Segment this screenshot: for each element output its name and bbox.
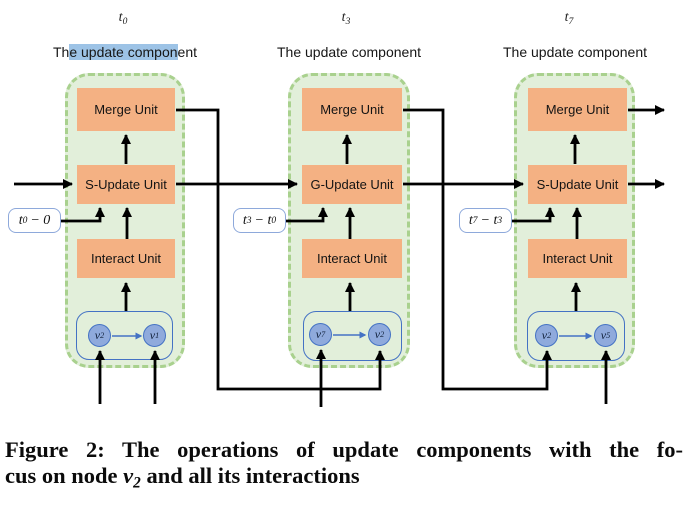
timestamp-t0: t0 <box>118 10 128 27</box>
node-v2-math: v2 <box>123 463 141 492</box>
update-unit-box-t7: S-Update Unit <box>528 165 627 204</box>
merge-unit-box-t0: Merge Unit <box>77 88 175 131</box>
caption-line-1: Figure 2: The operations of update compo… <box>5 437 683 462</box>
component-header-t3: The update component <box>277 44 421 60</box>
figure-caption: Figure 2: The operations of update compo… <box>5 437 683 497</box>
update-unit-box-t3: G-Update Unit <box>302 165 402 204</box>
component-header-t7: The update component <box>503 44 647 60</box>
interact-unit-box-t3: Interact Unit <box>302 239 402 278</box>
interact-unit-box-t7: Interact Unit <box>528 239 627 278</box>
component-header-t0: The update component <box>52 44 197 60</box>
merge-unit-box-t3: Merge Unit <box>302 88 402 131</box>
merge-unit-box-t7: Merge Unit <box>528 88 627 131</box>
caption-line-2: cus on node v2 and all its interactions <box>5 463 360 492</box>
update-unit-box-t0: S-Update Unit <box>77 165 175 204</box>
interact-unit-box-t0: Interact Unit <box>77 239 175 278</box>
timestamp-t3: t3 <box>341 10 351 27</box>
timestamp-t7: t7 <box>564 10 574 27</box>
selection-highlight: e update compon <box>69 44 178 60</box>
node-pair-box-t0 <box>76 311 173 360</box>
